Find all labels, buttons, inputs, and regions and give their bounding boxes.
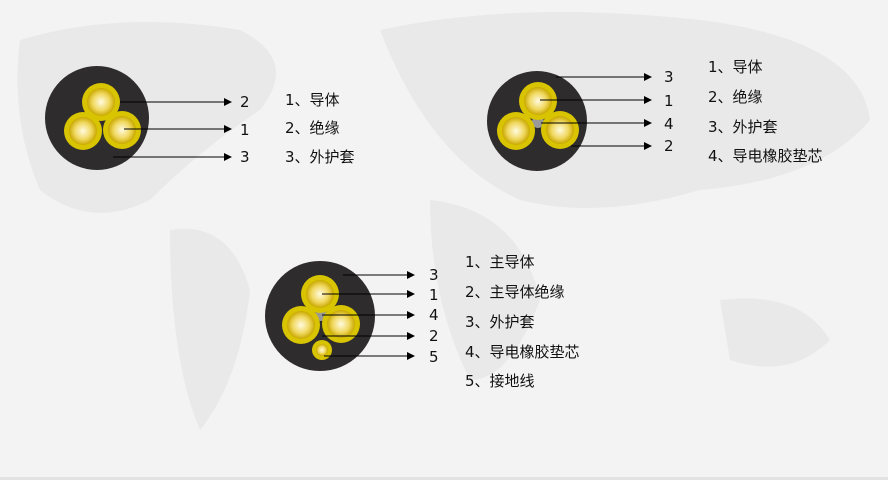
cable3-legend-4: 4、导电橡胶垫芯 [465, 343, 580, 361]
cable3-callout-1: 1 [429, 286, 439, 304]
cable3-legend-1: 1、主导体 [465, 253, 535, 271]
cable3-legend-3: 3、外护套 [465, 313, 535, 331]
cable3-callout-4: 4 [429, 306, 439, 324]
cable3-callout-5: 5 [429, 348, 439, 366]
cable2-callout-4: 4 [664, 115, 674, 133]
cable2-callout-1: 1 [664, 92, 674, 110]
cable2-callout-3: 3 [664, 68, 674, 86]
cable2-callout-lines [540, 73, 652, 150]
cable3-callout-lines [322, 271, 415, 360]
cable2-callout-2: 2 [664, 137, 674, 155]
cable1-callout-1: 1 [240, 121, 250, 139]
cable1-legend-2: 2、绝缘 [285, 119, 340, 137]
bottom-divider [0, 477, 888, 480]
cable2-legend-4: 4、导电橡胶垫芯 [708, 147, 823, 165]
cable2-legend-1: 1、导体 [708, 58, 763, 76]
cable2-cross-section [487, 71, 587, 171]
cable3-callout-2: 2 [429, 327, 439, 345]
cable1-legend-3: 3、外护套 [285, 148, 355, 166]
cable1-callout-3: 3 [240, 148, 250, 166]
cable1-callout-lines [113, 98, 232, 161]
cable1-legend-1: 1、导体 [285, 91, 340, 109]
cable1-cross-section [45, 66, 149, 170]
cable1-callout-2: 2 [240, 93, 250, 111]
cable3-legend-2: 2、主导体绝缘 [465, 283, 565, 301]
cable3-legend-5: 5、接地线 [465, 372, 535, 390]
cable3-callout-3: 3 [429, 266, 439, 284]
cable3-cross-section [265, 261, 375, 371]
cable2-legend-2: 2、绝缘 [708, 88, 763, 106]
cable2-legend-3: 3、外护套 [708, 118, 778, 136]
